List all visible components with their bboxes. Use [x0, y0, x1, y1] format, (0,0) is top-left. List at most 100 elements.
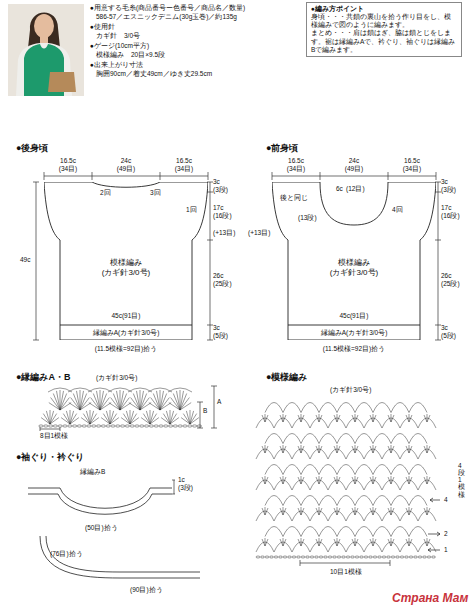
dimension-label: (34目) [175, 165, 194, 172]
note-box: ●編み方ポイント身頃・・・共鎖の裏山を拾う作り目をし、模様編みで図のように編みま… [306, 2, 462, 57]
hair [28, 12, 60, 48]
dimension-label: 1回 [186, 206, 197, 213]
dimension-label: 4 [444, 496, 448, 503]
chain-stitch [149, 425, 153, 427]
dimension-label: 後と同じ [280, 194, 308, 201]
watermark: Страна Мам [392, 592, 468, 606]
chain-stitch [288, 556, 292, 558]
dimension-label: (3段) [213, 186, 228, 193]
dimension-label: (+13目) [213, 229, 235, 236]
dimension-label: 縁編みA(カギ針3/0号) [321, 329, 388, 336]
chain-stitch [387, 556, 391, 558]
neck [40, 36, 48, 44]
chain-stitch [48, 425, 52, 427]
dimension-label: 16.5c [404, 157, 420, 164]
dimension-label: 3c [213, 178, 220, 185]
chain-stitch [382, 556, 386, 558]
dimension-label: ●用意する毛糸(商品番号ー色番号／商品名／数量) [90, 4, 245, 11]
fan-row-a [129, 390, 151, 410]
fan-row-a [69, 390, 91, 410]
dimension-label: 8目1模様 [40, 432, 68, 439]
dimension-label: 1c [178, 476, 185, 483]
dimension-label: 1 [444, 546, 448, 553]
chain-stitch [39, 425, 43, 427]
bag [48, 72, 76, 92]
fan-row-b [161, 410, 179, 424]
dimension-label: 16.5c [60, 157, 76, 164]
dimension-label: (カギ針3/0号) [96, 374, 137, 381]
dimension-label: (12目) [346, 185, 365, 192]
chain-stitch [351, 556, 355, 558]
dimension-label: 3c [441, 324, 448, 331]
chain-stitch [414, 556, 418, 558]
dimension-label: A [217, 398, 221, 405]
dimension-label: (16段) [213, 212, 232, 219]
fan-row-b [81, 410, 99, 424]
section-heading: ●模様編み [266, 372, 307, 382]
dimension-label: 26c [213, 272, 223, 279]
chain-stitch [360, 556, 364, 558]
dimension-label: (90目)拾う [130, 586, 163, 593]
dimension-label: (25段) [213, 280, 232, 287]
dim-right-back [207, 182, 213, 340]
dim-right-front [435, 182, 441, 340]
fan-row-b [141, 410, 159, 424]
dimension-label: ●使用針 [90, 23, 115, 30]
fan-row-a [89, 390, 111, 410]
chain-stitch [159, 425, 163, 427]
bracket-a [211, 386, 217, 428]
dimension-label: (50目)拾う [85, 524, 118, 531]
dimension-label: (3段) [178, 484, 193, 491]
dimension-label: 16.5c [176, 157, 192, 164]
dimension-label: 模様編み 20目×9.5段 [96, 51, 165, 58]
fan-row-b [181, 410, 199, 424]
chain-stitch [378, 556, 382, 558]
chain-stitch [310, 556, 314, 558]
mesh-row [256, 476, 436, 490]
dimension-label: カギ針 3/0号 [96, 32, 140, 39]
picot-arc [128, 388, 152, 392]
photo [8, 4, 84, 96]
picot-arc [168, 388, 192, 392]
dimension-label: (5段) [441, 332, 456, 339]
row-arrow [430, 498, 440, 502]
dimension-label: 3c [441, 178, 448, 185]
chain-stitch [337, 556, 341, 558]
picot-arc [148, 388, 172, 392]
chain-stitch [164, 425, 168, 427]
chain-stitch [346, 556, 350, 558]
mesh-row [265, 403, 427, 413]
dimension-label: 24c [349, 157, 359, 164]
fan-row-b [41, 410, 59, 424]
fan-row-a [109, 390, 131, 410]
mesh-row [265, 496, 427, 506]
dimension-label: (13段) [298, 214, 317, 221]
dimension-label: (16段) [441, 212, 460, 219]
dimension-label: 縁編みB [80, 468, 105, 475]
row-arrow [428, 532, 440, 536]
chain-stitch [270, 556, 274, 558]
dimension-label: (カギ針3/0号) [330, 386, 371, 393]
dimension-label: (5段) [213, 332, 228, 339]
note-text: ●編み方ポイント [311, 5, 457, 13]
chain-stitch [306, 556, 310, 558]
chain-stitch [96, 425, 100, 427]
chain-stitch [135, 425, 139, 427]
piece-text: 模様編み(カギ針3/0号) [330, 258, 378, 279]
dim-top-front [272, 172, 436, 180]
chain-stitch [328, 556, 332, 558]
neck-band-inner [28, 494, 172, 514]
section-heading: ●前身頃 [266, 143, 298, 153]
mesh-row [265, 465, 427, 475]
picot-arc [68, 388, 92, 392]
chain-stitch [178, 425, 182, 427]
dimension-label: 586-57／エスニックデニム(30g玉巻)／約135g [96, 13, 237, 20]
chain-stitch [292, 556, 296, 558]
chain-stitch [82, 425, 86, 427]
chain-stitch [373, 556, 377, 558]
chain-stitch [274, 556, 278, 558]
row-arrow [428, 548, 440, 552]
dimension-label: (34目) [59, 165, 78, 172]
fan-row-b [101, 410, 119, 424]
